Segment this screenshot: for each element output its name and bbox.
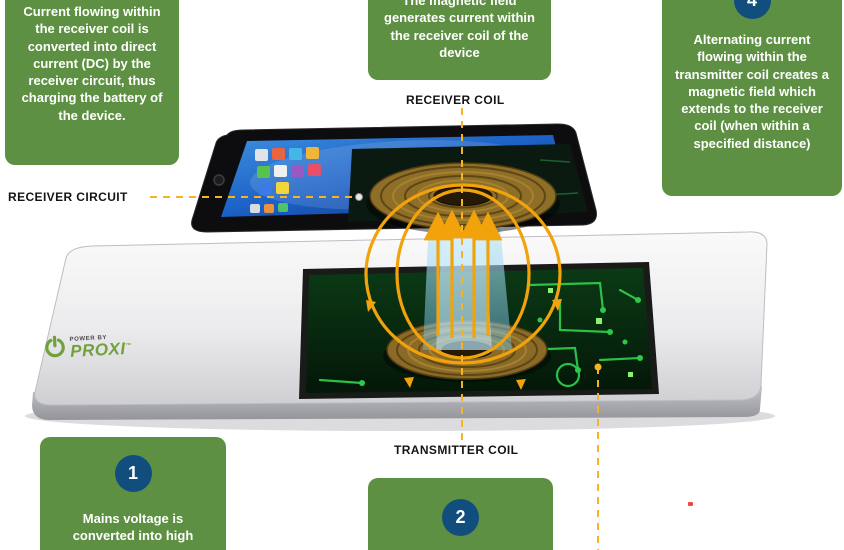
step-4-number-badge: 4 (733, 0, 771, 19)
power-icon (45, 335, 65, 358)
step-1-number-badge: 1 (114, 455, 152, 492)
step-2-number-badge: 2 (442, 499, 479, 536)
brand-name: PROXI (69, 339, 127, 361)
brand-trademark: ™ (125, 343, 133, 350)
callout-step-2: 2 (368, 478, 553, 550)
pcb-dot (594, 363, 602, 371)
receiver-coil-label: RECEIVER COIL (406, 93, 505, 107)
transmitter-coil-label: TRANSMITTER COIL (394, 443, 519, 457)
callout-step-1-text: Mains voltage is converted into high (72, 511, 194, 544)
connector-lines (150, 108, 602, 550)
red-mark (688, 502, 693, 506)
receiver-circuit-label: RECEIVER CIRCUIT (8, 190, 128, 204)
callout-receiver-coil-text: The magnetic field generates current wit… (384, 0, 535, 60)
callout-step-1: 1 Mains voltage is converted into high (40, 437, 226, 550)
app-icons (250, 147, 321, 213)
callout-receiver-circuit-text: Current flowing within the receiver coil… (21, 4, 163, 123)
camera-icon (213, 174, 225, 186)
callout-step-4-text: Alternating current flowing within the t… (675, 32, 829, 151)
callout-receiver-coil: The magnetic field generates current wit… (368, 0, 551, 80)
receiver-circuit-dot (355, 193, 363, 201)
powerbyproxi-logo: POWER BY PROXI™ (43, 332, 132, 362)
callout-step-4: 4 Alternating current flowing within the… (662, 0, 842, 196)
callout-receiver-circuit: Current flowing within the receiver coil… (5, 0, 179, 165)
